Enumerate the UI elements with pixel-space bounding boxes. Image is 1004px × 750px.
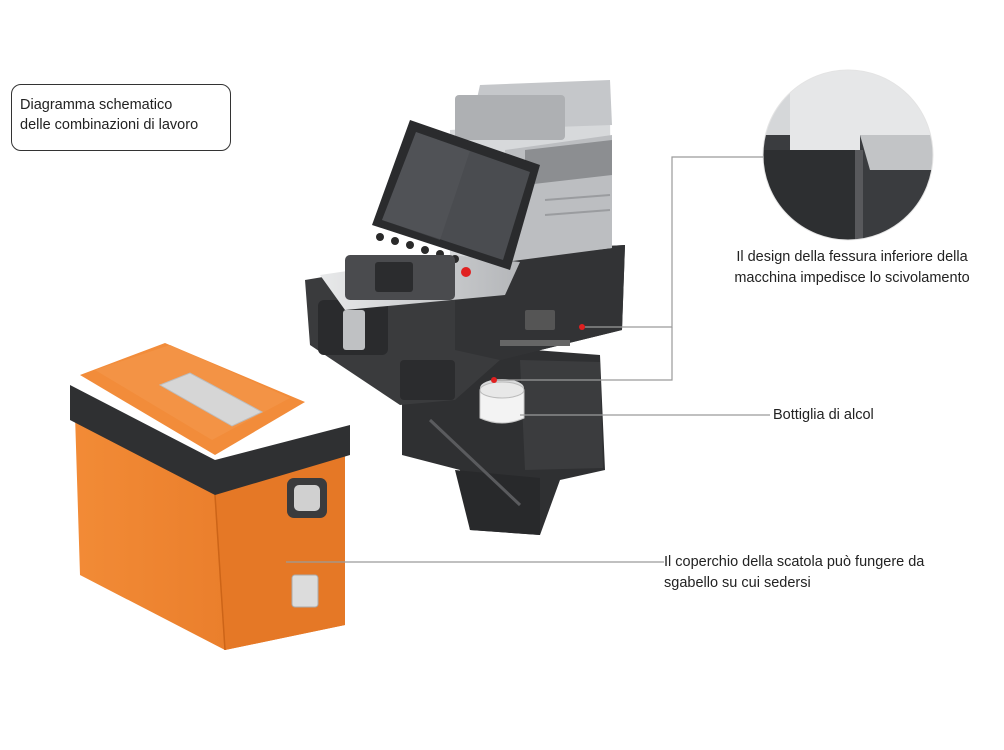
- orange-case: [70, 343, 350, 651]
- caption-alcohol-line-1: Bottiglia di alcol: [773, 407, 874, 423]
- title-line-1: Diagramma schematico: [20, 97, 173, 113]
- caption-lid-line-2: sgabello su cui sedersi: [664, 575, 811, 591]
- zoom-circle-border: [762, 69, 934, 241]
- caption-lid-stool: Il coperchio della scatola può fungere d…: [664, 552, 924, 594]
- leader-lines: [286, 156, 770, 563]
- caption-slot-design: Il design della fessura inferiore della …: [722, 247, 982, 289]
- diagram-title-box: Diagramma schematico delle combinazioni …: [11, 84, 231, 151]
- slot-detail-zoom: [763, 70, 933, 240]
- machine-screen: [372, 120, 540, 270]
- bottle-marker-dot: [491, 377, 497, 383]
- title-line-2: delle combinazioni di lavoro: [20, 117, 199, 133]
- caption-lid-line-1: Il coperchio della scatola può fungere d…: [664, 554, 925, 570]
- leader-line-slot: [585, 156, 763, 328]
- caption-slot-line-2: macchina impedisce lo scivolamento: [734, 270, 970, 286]
- alcohol-bottle: [479, 379, 525, 424]
- control-buttons: [345, 233, 471, 300]
- slot-marker-dot: [579, 324, 585, 330]
- caption-slot-line-1: Il design della fessura inferiore della: [736, 249, 968, 265]
- leader-line-slot-lower: [497, 327, 673, 381]
- caption-alcohol-bottle: Bottiglia di alcol: [773, 405, 874, 426]
